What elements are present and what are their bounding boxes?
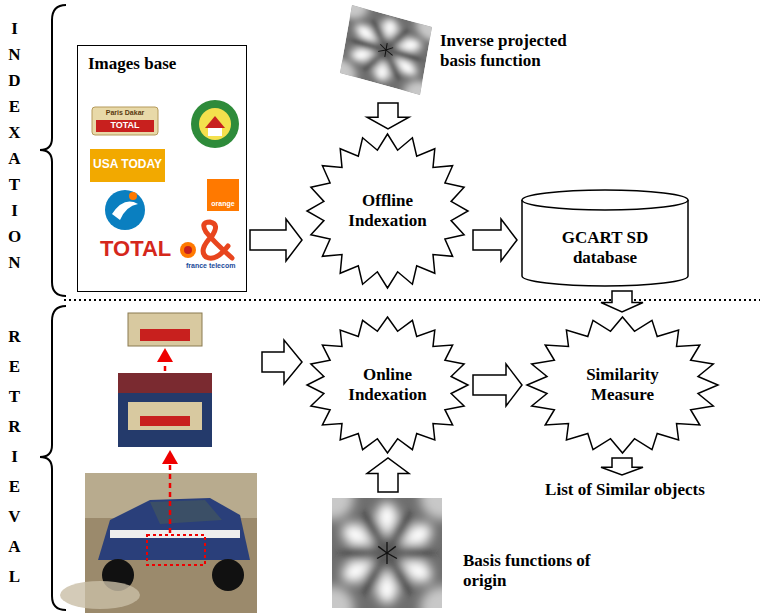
starburst-outline xyxy=(307,317,468,453)
query-photos xyxy=(140,416,190,426)
query-photos xyxy=(128,402,202,430)
query-photos xyxy=(118,373,212,393)
logo-text: TOTAL xyxy=(96,121,154,131)
basis-function-panel: Basis functions of origin xyxy=(330,495,604,611)
cylinder-outline xyxy=(522,190,688,210)
query-photos xyxy=(212,559,244,591)
block-arrow xyxy=(473,219,517,261)
query-photos xyxy=(60,581,140,609)
logo-text: Paris Dakar xyxy=(92,109,158,117)
logo-images xyxy=(203,222,232,258)
logo-text: orange xyxy=(207,200,239,208)
logo-images xyxy=(96,120,154,132)
node-text: Images base xyxy=(88,54,236,74)
starburst-outline xyxy=(527,317,718,453)
divider-line xyxy=(64,299,760,301)
logo-images xyxy=(180,242,196,258)
starburst-outline xyxy=(307,134,468,288)
query-photos xyxy=(147,535,205,565)
logo-images xyxy=(207,179,239,211)
logo-images xyxy=(129,192,137,200)
process-starburst: Offline Indexation xyxy=(305,132,470,290)
block-arrow xyxy=(473,364,522,406)
logo-images xyxy=(191,100,239,148)
process-starburst: Online Indexation xyxy=(305,315,470,455)
node-text: Similarity Measure xyxy=(571,365,675,404)
node-text: List of Similar objects xyxy=(545,480,705,500)
logo-images xyxy=(105,190,145,230)
logo-images xyxy=(205,116,225,128)
logo-images xyxy=(92,107,158,135)
query-photos xyxy=(118,373,212,447)
logo-images xyxy=(90,100,239,258)
query-photos xyxy=(169,462,172,533)
block-arrow xyxy=(367,458,409,492)
block-arrow xyxy=(601,458,643,475)
process-starburst: Similarity Measure xyxy=(525,315,720,455)
section-title: RETRIEVAL xyxy=(6,322,23,592)
logo-text: TOTAL xyxy=(100,237,171,261)
node-text: Basis functions of origin xyxy=(463,551,598,590)
node-text: Offline Indexation xyxy=(336,191,440,230)
basis-function-images xyxy=(322,0,451,113)
section-bracket xyxy=(40,5,66,296)
block-arrow xyxy=(262,340,302,384)
query-photos xyxy=(162,450,178,464)
logo-images xyxy=(112,202,138,220)
block-arrow xyxy=(250,219,302,261)
node-text: GCART SD database xyxy=(553,228,657,267)
query-photos xyxy=(150,500,222,524)
text-holder: Basis functions of origin xyxy=(463,551,598,590)
node-text: Inverse projected basis function xyxy=(440,31,585,70)
query-photos xyxy=(140,329,190,341)
block-arrow xyxy=(367,103,409,129)
section-bracket xyxy=(40,5,66,610)
section-bracket xyxy=(40,306,66,610)
text-holder: List of Similar objects xyxy=(545,480,705,500)
logo-images xyxy=(184,246,192,254)
query-photos xyxy=(110,530,240,538)
basis-function-images xyxy=(310,476,464,613)
query-photos xyxy=(157,348,173,362)
basis-function-images xyxy=(310,0,464,613)
logo-images xyxy=(208,128,222,136)
logo-text: USA TODAY xyxy=(90,158,165,171)
logo-images xyxy=(90,149,165,182)
basis-function-panel: Inverse projected basis function xyxy=(335,3,591,100)
logo-images xyxy=(199,108,231,140)
query-photos xyxy=(128,313,202,346)
database-cylinder: GCART SD database xyxy=(520,188,690,288)
section-title: INDEXATION xyxy=(6,16,23,276)
text-holder: Inverse projected basis function xyxy=(440,31,585,70)
query-photos xyxy=(98,498,250,560)
result-text: List of Similar objects xyxy=(545,478,711,538)
cylinder-outline xyxy=(522,200,688,286)
block-arrow xyxy=(601,291,643,312)
node-text: Online Indexation xyxy=(336,365,440,404)
logo-text: france telecom xyxy=(186,262,235,270)
query-photos xyxy=(60,313,257,613)
